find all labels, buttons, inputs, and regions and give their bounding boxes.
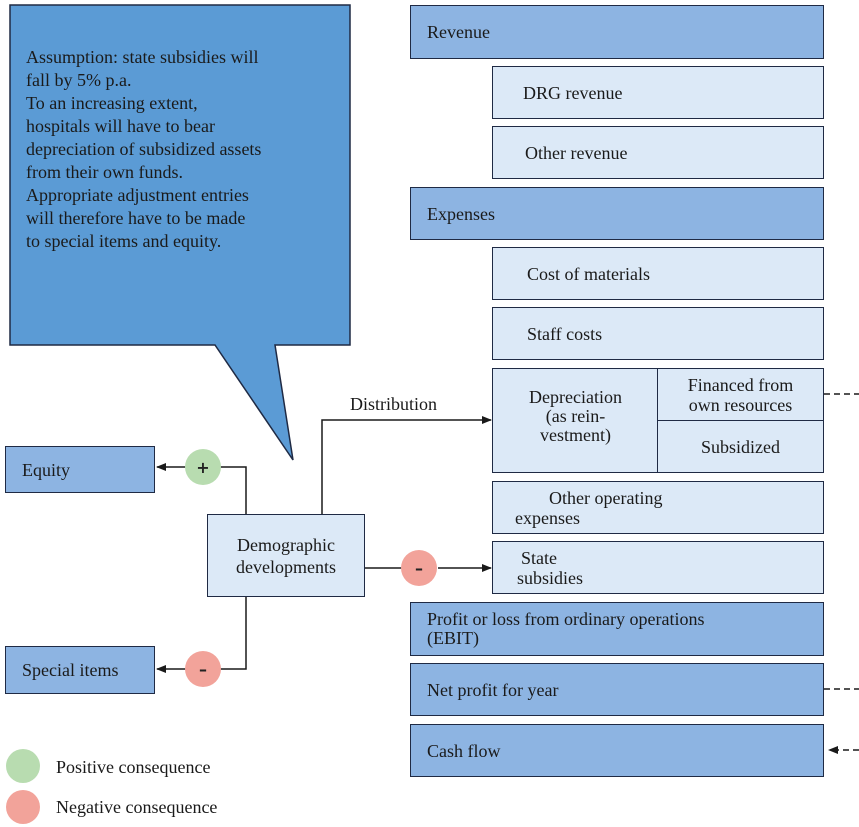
financed-line-2: own resources: [688, 395, 793, 415]
cost-of-materials-label: Cost of materials: [527, 263, 650, 284]
cost-of-materials-box: Cost of materials: [492, 247, 824, 300]
distribution-label: Distribution: [350, 394, 438, 414]
special-items-connector: [220, 596, 247, 670]
equity-label: Equity: [22, 459, 70, 480]
depreciation-box: Depreciation (as rein- vestment): [492, 368, 659, 473]
distribution-connector: [321, 416, 492, 515]
expenses-label: Expenses: [427, 203, 495, 224]
state-subsidies-box: State subsidies: [492, 541, 824, 594]
depreciation-line-2: (as rein-: [545, 406, 606, 426]
net-profit-box: Net profit for year: [410, 663, 824, 716]
cash-flow-box: Cash flow: [410, 724, 824, 777]
callout-line: fall by 5% p.a.: [26, 70, 132, 90]
negative-sign-special-items: –: [185, 651, 221, 687]
hub-line-1: Demographic: [237, 534, 335, 555]
callout-line: Appropriate adjustment entries: [26, 185, 249, 205]
legend-positive-label: Positive consequence: [56, 757, 211, 777]
positive-sign-equity: +: [185, 449, 221, 485]
callout-text: Assumption: state subsidies will fall by …: [26, 46, 346, 253]
net-profit-label: Net profit for year: [427, 679, 559, 700]
state-subsidies-line-1: State: [521, 547, 557, 568]
callout-line: depreciation of subsidized assets: [26, 139, 262, 159]
other-revenue-box: Other revenue: [492, 126, 824, 179]
ebit-line-1: Profit or loss from ordinary operations: [427, 609, 705, 629]
depreciation-line-3: vestment): [540, 425, 611, 445]
special-items-box: Special items: [5, 646, 155, 694]
cash-flow-label: Cash flow: [427, 740, 501, 761]
callout-line: from their own funds.: [26, 162, 183, 182]
special-items-label: Special items: [22, 660, 119, 680]
staff-costs-label: Staff costs: [527, 323, 603, 344]
callout-line: hospitals will have to bear: [26, 116, 215, 136]
financed-line-1: Financed from: [687, 375, 794, 395]
callout-line: to special items and equity.: [26, 231, 222, 251]
expenses-box: Expenses: [410, 187, 824, 240]
revenue-label: Revenue: [427, 22, 490, 42]
subsidized-label: Subsidized: [701, 436, 780, 457]
other-operating-line-1: Other operating: [549, 487, 663, 508]
ebit-box: Profit or loss from ordinary operations …: [410, 602, 824, 656]
legend-negative-label: Negative consequence: [56, 797, 218, 817]
ebit-line-2: (EBIT): [427, 628, 479, 648]
other-operating-expenses-box: Other operating expenses: [492, 481, 824, 534]
state-subsidies-line-2: subsidies: [517, 567, 584, 588]
callout-bubble: [9, 4, 351, 461]
subsidized-box: Subsidized: [657, 420, 824, 473]
staff-costs-box: Staff costs: [492, 307, 824, 360]
demographic-developments-box: Demographic developments: [207, 514, 365, 597]
other-operating-line-2: expenses: [515, 507, 580, 528]
other-revenue-label: Other revenue: [525, 142, 628, 163]
callout-line: Assumption: state subsidies will: [26, 47, 259, 67]
callout-line: will therefore have to be made: [26, 208, 246, 228]
drg-revenue-box: DRG revenue: [492, 66, 824, 119]
equity-box: Equity: [5, 446, 155, 493]
hub-line-2: developments: [236, 556, 336, 577]
negative-sign-subsidies: –: [401, 550, 437, 586]
revenue-box: Revenue: [410, 5, 824, 59]
legend-negative-swatch: [6, 790, 40, 824]
drg-revenue-label: DRG revenue: [523, 82, 623, 103]
depreciation-line-1: Depreciation: [529, 387, 622, 407]
equity-connector: [220, 466, 247, 515]
financed-own-resources-box: Financed from own resources: [657, 368, 824, 422]
legend-positive-swatch: [6, 749, 40, 783]
callout-line: To an increasing extent,: [26, 93, 198, 113]
